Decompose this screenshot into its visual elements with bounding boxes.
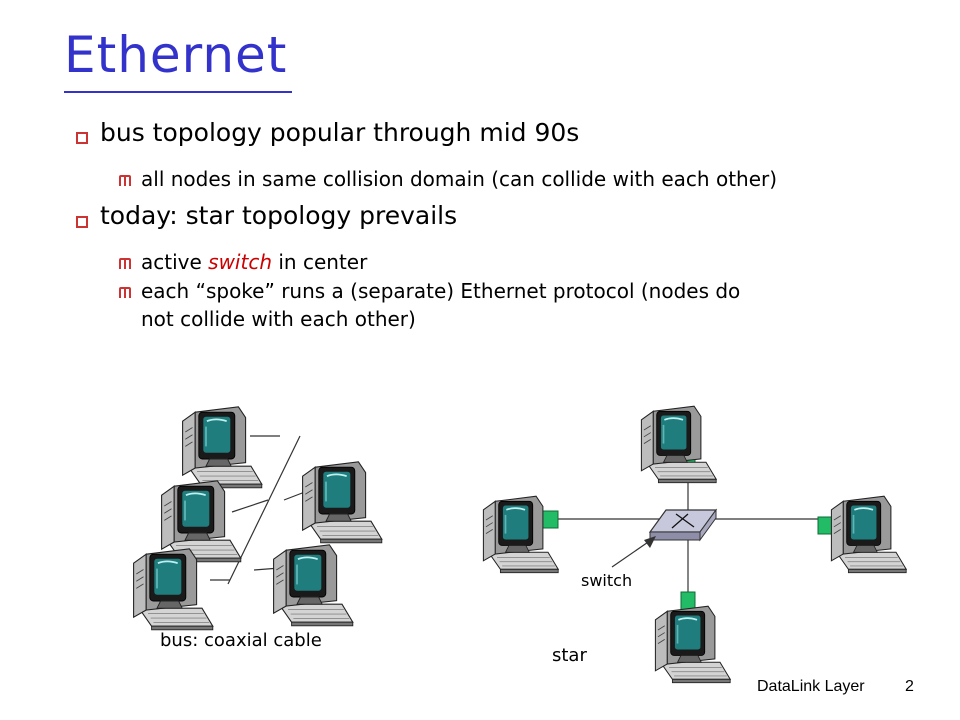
sub-bullet-marker-icon	[119, 258, 131, 269]
star-pc-icon	[640, 405, 718, 484]
star-pc-icon	[830, 495, 908, 574]
footer-section: DataLink Layer	[757, 678, 865, 695]
switch-icon	[648, 508, 718, 542]
bullet-marker-icon	[76, 216, 88, 228]
slide-title: Ethernet	[64, 26, 288, 84]
bullet-star-topology: today: star topology prevails	[100, 201, 458, 230]
sub-bullet-marker-icon	[119, 287, 131, 298]
bullet-bus-topology: bus topology popular through mid 90s	[100, 118, 580, 147]
bus-pc-icon	[301, 460, 383, 544]
bus-pc-icon	[181, 405, 263, 489]
arrow-head-icon	[644, 536, 656, 548]
switch-label: switch	[581, 571, 633, 590]
sub-bullet-active-switch: active switch in center	[141, 250, 368, 274]
star-caption: star	[552, 645, 587, 666]
sub-bullet-collision-domain: all nodes in same collision domain (can …	[141, 167, 778, 191]
sub-bullet-spoke-line2: not collide with each other)	[141, 307, 416, 331]
page-number: 2	[905, 678, 914, 695]
bus-caption: bus: coaxial cable	[160, 630, 322, 651]
sub-bullet-marker-icon	[119, 175, 131, 186]
adapter-icon	[541, 510, 559, 529]
star-pc-icon	[482, 495, 560, 574]
star-pc-icon	[654, 605, 732, 684]
bus-pc-icon	[160, 479, 242, 563]
bullet-marker-icon	[76, 132, 88, 144]
switch-highlight: switch	[208, 250, 273, 274]
title-underline	[64, 91, 292, 93]
sub-bullet-spoke-line1: each “spoke” runs a (separate) Ethernet …	[141, 279, 741, 303]
bus-pc-icon	[272, 543, 354, 627]
